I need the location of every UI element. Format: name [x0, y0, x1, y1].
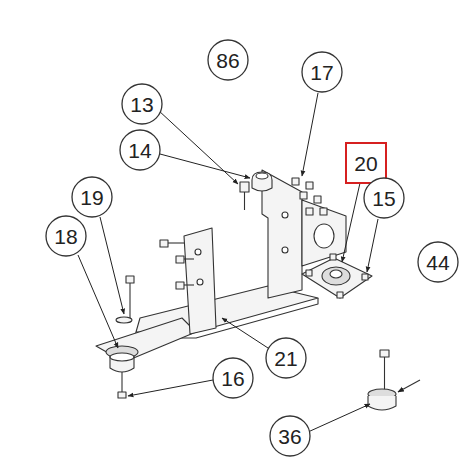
- callout-number: 14: [119, 129, 161, 171]
- bracket-left-arm: [96, 318, 196, 362]
- callout-number: 44: [417, 241, 459, 283]
- callout-number: 15: [363, 177, 405, 219]
- bracket-right-flange: [302, 200, 346, 266]
- callout-number: 16: [212, 357, 254, 399]
- bolt-set: [160, 240, 194, 289]
- callout-text: 36: [278, 426, 301, 447]
- callout-text: 16: [221, 368, 244, 389]
- callout-number: 13: [121, 83, 163, 125]
- bracket-left-upright: [184, 228, 216, 334]
- callout-text: 15: [372, 188, 395, 209]
- bolt-set: [292, 178, 327, 215]
- engine-mount: [106, 276, 138, 398]
- callout-text: 20: [354, 153, 377, 174]
- callout-number: 36: [269, 415, 311, 457]
- engine-mount: [368, 350, 420, 410]
- callout-number: 86: [207, 39, 249, 81]
- callout-text: 19: [80, 187, 103, 208]
- callout-number: 19: [71, 176, 113, 218]
- isolator: [252, 172, 272, 191]
- callout-text: 21: [274, 348, 297, 369]
- callout-text: 13: [130, 94, 153, 115]
- callout-text: 18: [54, 226, 77, 247]
- callout-number: 17: [301, 51, 343, 93]
- callout-text: 44: [426, 252, 449, 273]
- bolt: [240, 182, 249, 192]
- callout-number: 21: [265, 337, 307, 379]
- callout-text: 86: [216, 50, 239, 71]
- callout-number: 18: [45, 215, 87, 257]
- callout-text: 17: [310, 62, 333, 83]
- callout-text: 14: [128, 140, 151, 161]
- leader-lines: [78, 93, 378, 432]
- engine-mount: [302, 254, 372, 298]
